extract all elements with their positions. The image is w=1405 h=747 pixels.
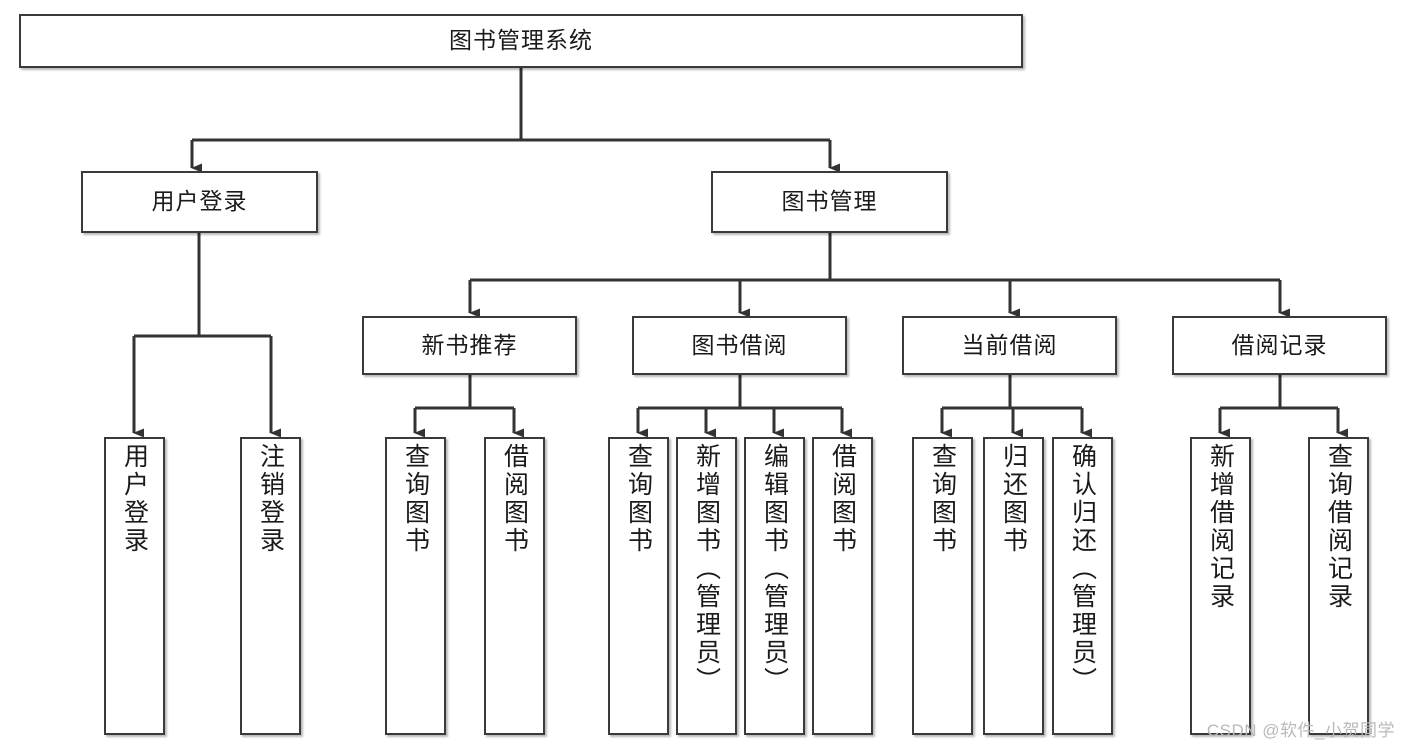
- node-book-borrow[interactable]: 图书借阅: [632, 316, 847, 375]
- node-leaf-label: 确认归还（管理员）: [1068, 443, 1097, 695]
- node-user-login[interactable]: 用户登录: [81, 171, 318, 233]
- node-leaf[interactable]: 注销登录: [240, 437, 301, 735]
- node-leaf[interactable]: 编辑图书（管理员）: [744, 437, 805, 735]
- node-book-management-label: 图书管理: [781, 188, 878, 215]
- node-leaf-label: 借阅图书: [828, 443, 857, 555]
- node-leaf[interactable]: 查询借阅记录: [1308, 437, 1369, 735]
- node-leaf-label: 归还图书: [999, 443, 1028, 555]
- node-leaf[interactable]: 新增图书（管理员）: [676, 437, 737, 735]
- node-borrow-record[interactable]: 借阅记录: [1172, 316, 1387, 375]
- node-book-borrow-label: 图书借阅: [691, 331, 788, 358]
- node-leaf-label: 查询借阅记录: [1324, 443, 1353, 611]
- node-book-management[interactable]: 图书管理: [711, 171, 948, 233]
- csdn-watermark: CSDN @软件_小贺同学: [1206, 721, 1395, 740]
- node-leaf[interactable]: 借阅图书: [484, 437, 545, 735]
- node-leaf-label: 查询图书: [401, 443, 430, 555]
- node-leaf[interactable]: 查询图书: [608, 437, 669, 735]
- node-leaf-label: 新增图书（管理员）: [692, 443, 721, 695]
- node-leaf[interactable]: 查询图书: [912, 437, 973, 735]
- node-leaf[interactable]: 归还图书: [983, 437, 1044, 735]
- node-current-borrow-label: 当前借阅: [961, 331, 1058, 358]
- node-leaf-label: 用户登录: [120, 443, 149, 555]
- node-leaf[interactable]: 新增借阅记录: [1190, 437, 1251, 735]
- node-current-borrow[interactable]: 当前借阅: [902, 316, 1117, 375]
- node-leaf-label: 查询图书: [624, 443, 653, 555]
- node-leaf[interactable]: 确认归还（管理员）: [1052, 437, 1113, 735]
- node-leaf[interactable]: 用户登录: [104, 437, 165, 735]
- node-leaf-label: 借阅图书: [500, 443, 529, 555]
- node-borrow-record-label: 借阅记录: [1231, 331, 1328, 358]
- node-root-label: 图书管理系统: [449, 27, 593, 54]
- node-new-book-recommend-label: 新书推荐: [421, 331, 518, 358]
- node-leaf-label: 注销登录: [256, 443, 285, 555]
- node-leaf-label: 查询图书: [928, 443, 957, 555]
- node-user-login-label: 用户登录: [151, 188, 248, 215]
- node-leaf-label: 新增借阅记录: [1206, 443, 1235, 611]
- node-leaf-label: 编辑图书（管理员）: [760, 443, 789, 695]
- node-leaf[interactable]: 查询图书: [385, 437, 446, 735]
- node-leaf[interactable]: 借阅图书: [812, 437, 873, 735]
- node-root[interactable]: 图书管理系统: [19, 14, 1023, 68]
- node-new-book-recommend[interactable]: 新书推荐: [362, 316, 577, 375]
